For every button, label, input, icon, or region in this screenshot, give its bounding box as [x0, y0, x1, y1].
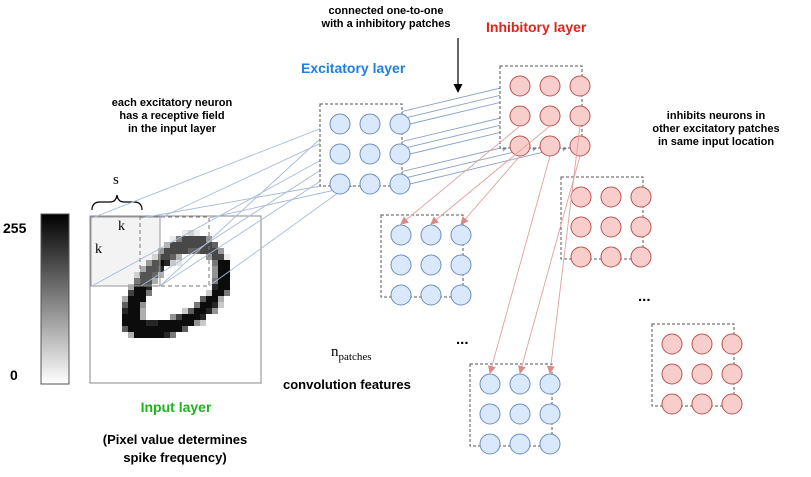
inhibitory-neuron	[569, 105, 591, 127]
inhibitory-neuron	[570, 186, 592, 208]
inhibits-label: inhibits neurons in other excitatory pat…	[634, 110, 798, 149]
stride-brace	[91, 194, 143, 211]
inhibitory-neuron	[661, 363, 683, 385]
inhibitory-neuron	[721, 333, 743, 355]
excitatory-neuron	[509, 403, 531, 425]
ellipsis-inhibitory: ...	[638, 288, 651, 305]
excitatory-neuron	[420, 284, 442, 306]
inhibitory-neuron	[539, 75, 561, 97]
inhibitory-neuron	[661, 333, 683, 355]
excitatory-neuron	[390, 284, 412, 306]
inhibitory-neuron	[509, 105, 531, 127]
excitatory-neuron	[450, 254, 472, 276]
excitatory-neuron	[479, 433, 501, 455]
inhibitory-patch-2	[560, 176, 652, 268]
pixel-note-line-1: (Pixel value determines	[102, 432, 248, 447]
excitatory-neuron	[390, 224, 412, 246]
excitatory-neuron	[479, 373, 501, 395]
inhibits-line-1: inhibits neurons in	[666, 110, 766, 122]
inhibitory-patch-3	[651, 323, 743, 415]
connected-label-line-2: with a inhibitory patches	[321, 18, 451, 30]
scale-max-label: 255	[3, 220, 27, 236]
input-layer-title: Input layer	[140, 399, 212, 415]
inhibitory-layer-title: Inhibitory layer	[486, 19, 587, 35]
inhibitory-neuron	[630, 246, 652, 268]
stride-label: s	[113, 172, 119, 188]
inhibitory-patch-main	[499, 65, 591, 157]
connected-label: connected one-to-one with a inhibitory p…	[306, 5, 466, 31]
connected-label-line-1: connected one-to-one	[328, 5, 444, 17]
inhibitory-neuron	[691, 363, 713, 385]
excitatory-neuron	[539, 433, 561, 455]
inhibitory-neuron	[661, 393, 683, 415]
excitatory-neuron	[329, 173, 351, 195]
inhibitory-neuron	[509, 75, 531, 97]
inhibits-line-2: other excitatory patches	[652, 123, 780, 135]
inhibitory-to-excitatory-connections	[400, 125, 581, 374]
inhibitory-neuron	[539, 105, 561, 127]
excitatory-patch-2	[380, 214, 472, 306]
inhibitory-neuron	[600, 186, 622, 208]
excitatory-neuron	[420, 254, 442, 276]
n-patches-label: npatches	[331, 344, 371, 363]
pixel-note-line-2: spike frequency)	[123, 450, 227, 465]
receptive-line-2: has a receptive field	[119, 110, 225, 122]
inhibitory-neuron	[569, 135, 591, 157]
excitatory-neuron	[359, 113, 381, 135]
excitatory-neuron	[359, 143, 381, 165]
excitatory-patch-main	[319, 103, 411, 195]
excitatory-neuron	[389, 113, 411, 135]
excitatory-neuron	[390, 254, 412, 276]
inhibitory-neuron	[569, 75, 591, 97]
kernel-size-left-label: k	[95, 242, 102, 257]
intensity-scale-bar	[40, 213, 70, 385]
receptive-field-box-1	[90, 216, 161, 287]
excitatory-neuron	[359, 173, 381, 195]
inhibitory-neuron	[509, 135, 531, 157]
n-subscript: patches	[338, 351, 372, 363]
excitatory-layer-title: Excitatory layer	[301, 60, 406, 76]
inhibitory-neuron	[721, 393, 743, 415]
scale-min-label: 0	[10, 367, 18, 383]
excitatory-neuron	[389, 143, 411, 165]
receptive-field-label: each excitatory neuron has a receptive f…	[92, 97, 252, 136]
excitatory-neuron	[450, 284, 472, 306]
inhibitory-neuron	[600, 216, 622, 238]
excitatory-patch-3	[469, 363, 561, 455]
excitatory-neuron	[479, 403, 501, 425]
inhibitory-neuron	[539, 135, 561, 157]
inhibitory-neuron	[630, 186, 652, 208]
excitatory-neuron	[509, 373, 531, 395]
excitatory-neuron	[539, 373, 561, 395]
inhibitory-neuron	[691, 393, 713, 415]
inhibitory-neuron	[691, 333, 713, 355]
excitatory-neuron	[539, 403, 561, 425]
inhibitory-neuron	[570, 216, 592, 238]
kernel-size-top-label: k	[118, 219, 125, 234]
inhibitory-neuron	[721, 363, 743, 385]
inhibitory-neuron	[600, 246, 622, 268]
convolution-features-label: convolution features	[283, 377, 411, 392]
inhibitory-neuron	[570, 246, 592, 268]
excitatory-neuron	[329, 113, 351, 135]
excitatory-neuron	[329, 143, 351, 165]
receptive-line-1: each excitatory neuron	[111, 97, 233, 109]
receptive-line-3: in the input layer	[127, 123, 216, 135]
ellipsis-excitatory: ...	[456, 331, 469, 348]
pixel-value-note: (Pixel value determines spike frequency)	[80, 431, 270, 467]
excitatory-neuron	[509, 433, 531, 455]
excitatory-neuron	[420, 224, 442, 246]
excitatory-neuron	[450, 224, 472, 246]
inhibits-line-3: in same input location	[657, 136, 775, 148]
receptive-field-box-2	[139, 216, 210, 287]
excitatory-neuron	[389, 173, 411, 195]
inhibitory-neuron	[630, 216, 652, 238]
n-base: n	[331, 344, 339, 360]
